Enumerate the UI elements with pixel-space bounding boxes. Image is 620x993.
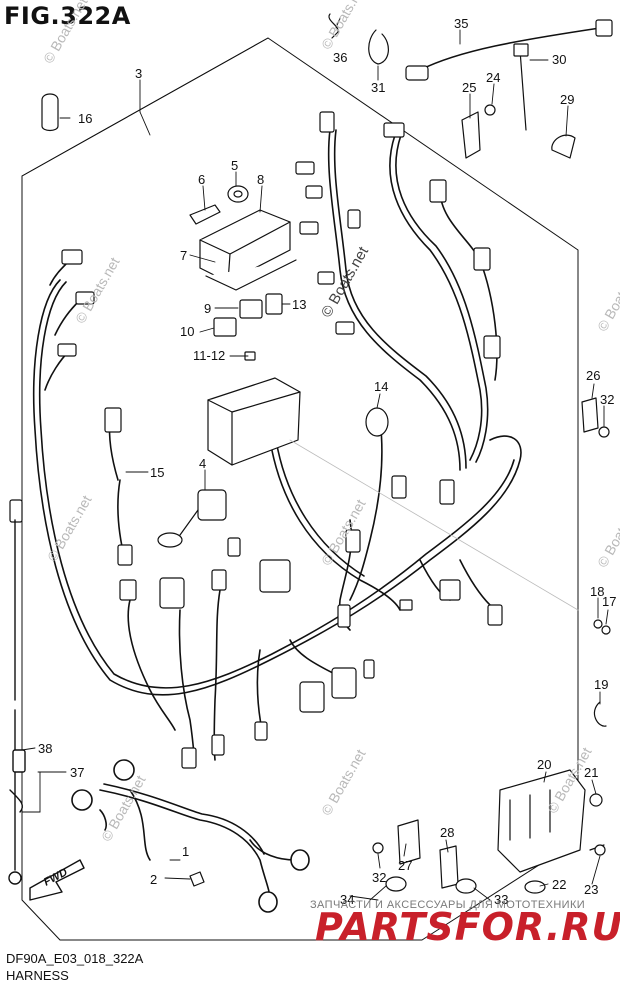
bracket-part-20 xyxy=(497,769,586,873)
callout-23: 23 xyxy=(584,882,598,897)
assembly-frame xyxy=(21,37,579,941)
callout-37: 37 xyxy=(70,765,84,780)
callout-35: 35 xyxy=(454,16,468,31)
callout-38: 38 xyxy=(38,741,52,756)
callout-6: 6 xyxy=(198,172,205,187)
leader-lines xyxy=(21,17,609,901)
callout-17: 17 xyxy=(602,594,616,609)
callout-8: 8 xyxy=(257,172,264,187)
callout-labels: 1 2 3 4 5 6 7 8 9 10 11-12 13 14 15 16 1… xyxy=(38,16,616,907)
callout-30: 30 xyxy=(552,52,566,67)
figure-title: FIG.322A xyxy=(4,2,131,30)
junction-box xyxy=(207,377,301,466)
callout-19: 19 xyxy=(594,677,608,692)
cap-part-16 xyxy=(41,93,59,132)
sensor-part-4 xyxy=(157,489,227,548)
callout-13: 13 xyxy=(292,297,306,312)
callout-28: 28 xyxy=(440,825,454,840)
watermark-line xyxy=(289,439,579,611)
callout-24: 24 xyxy=(486,70,500,85)
callout-7: 7 xyxy=(180,248,187,263)
clip-part-6 xyxy=(189,204,221,225)
callout-9: 9 xyxy=(204,301,211,316)
watermark-ru-caption: ЗАПЧАСТИ И АКСЕССУАРЫ ДЛЯ МОТОТЕХНИКИ xyxy=(310,899,586,911)
callout-33: 33 xyxy=(494,892,508,907)
callout-10: 10 xyxy=(180,324,194,339)
callout-29: 29 xyxy=(560,92,574,107)
grommet-part-5 xyxy=(227,185,249,203)
callout-3: 3 xyxy=(135,66,142,81)
callout-32-bottom: 32 xyxy=(372,870,386,885)
callout-5: 5 xyxy=(231,158,238,173)
callout-4: 4 xyxy=(199,456,206,471)
callout-1: 1 xyxy=(182,844,189,859)
fuse-box-part-8 xyxy=(199,209,297,291)
callout-14: 14 xyxy=(374,379,388,394)
watermark-brand-logo: PARTSFOR.RU xyxy=(315,905,620,949)
figure-name: HARNESS xyxy=(6,968,69,983)
callout-2: 2 xyxy=(150,872,157,887)
callout-21: 21 xyxy=(584,765,598,780)
callout-31: 31 xyxy=(371,80,385,95)
figure-code: DF90A_E03_018_322A xyxy=(6,951,144,966)
callout-36: 36 xyxy=(333,50,347,65)
right-side-parts xyxy=(581,397,611,856)
lower-harness-part-1 xyxy=(71,759,310,913)
callout-20: 20 xyxy=(537,757,551,772)
top-right-parts xyxy=(328,13,613,159)
callout-22: 22 xyxy=(552,877,566,892)
callout-15: 15 xyxy=(150,465,164,480)
fwd-arrow xyxy=(29,859,85,901)
assembly-frame-inner xyxy=(21,37,269,177)
bottom-small-parts xyxy=(189,819,546,894)
callout-16: 16 xyxy=(78,111,92,126)
callout-18: 18 xyxy=(590,584,604,599)
callout-11-12: 11-12 xyxy=(193,348,225,363)
callout-32-right: 32 xyxy=(600,392,614,407)
callout-27: 27 xyxy=(398,858,412,873)
callout-26: 26 xyxy=(586,368,600,383)
callout-34: 34 xyxy=(340,892,354,907)
callout-25: 25 xyxy=(462,80,476,95)
cap-part-14 xyxy=(365,407,389,437)
ground-cable-part-37 xyxy=(8,519,26,885)
harness-connectors xyxy=(9,111,503,769)
